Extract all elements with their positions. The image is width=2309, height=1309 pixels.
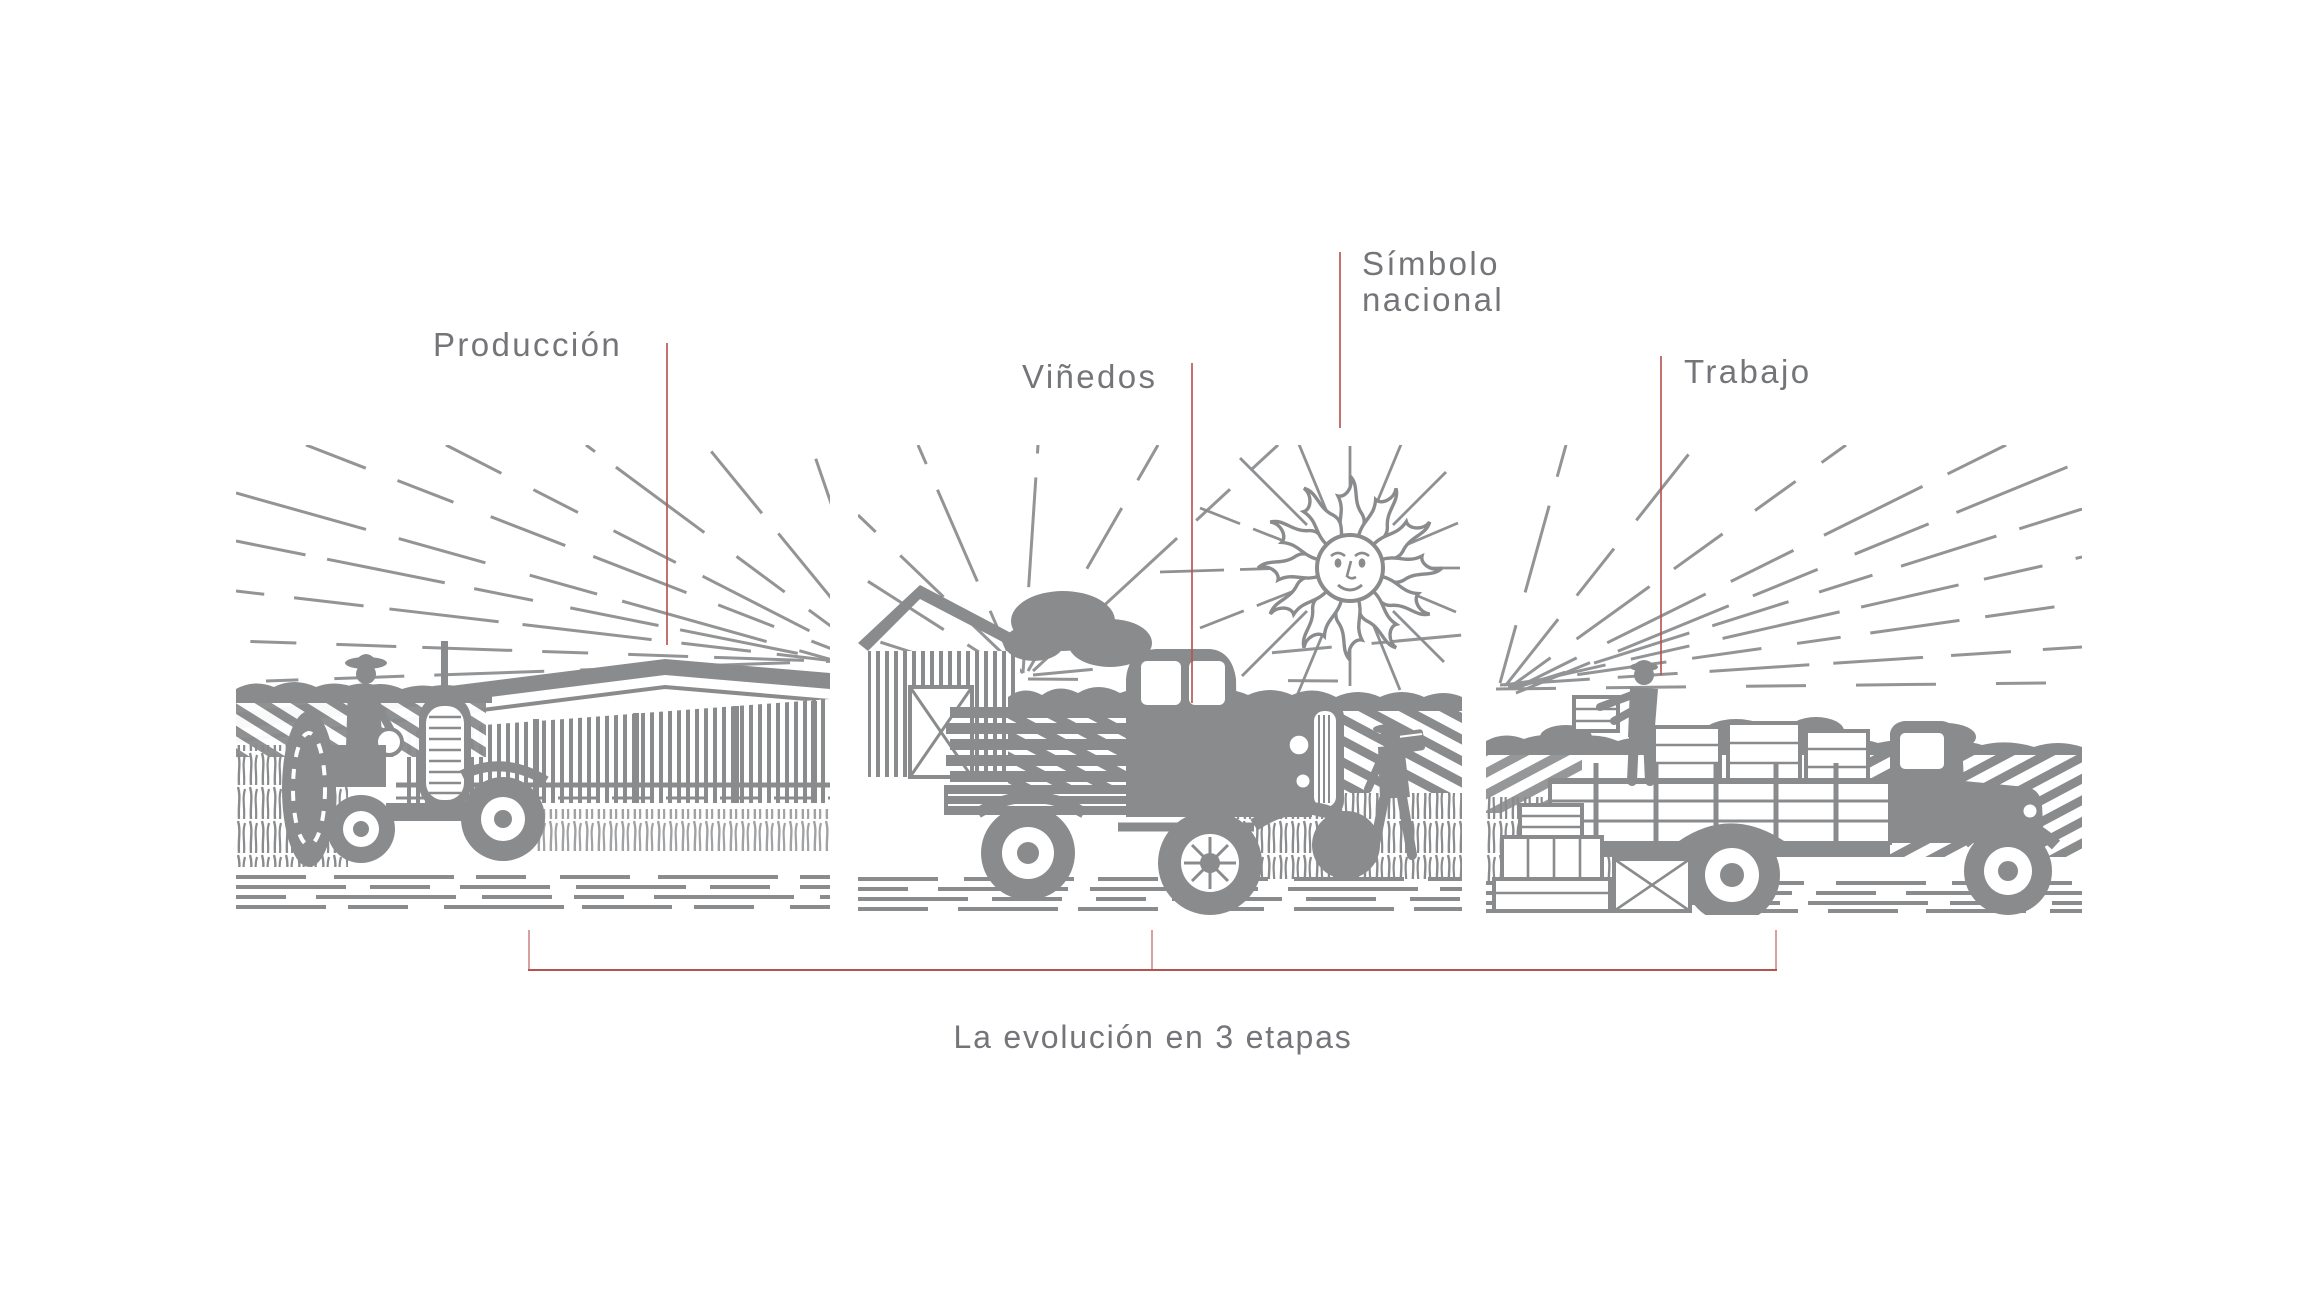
grass-right bbox=[536, 809, 830, 851]
leader-line-trabajo bbox=[1660, 356, 1662, 675]
label-produccion: Producción bbox=[433, 326, 623, 363]
sun-icon bbox=[1159, 445, 1460, 699]
panel-produccion bbox=[236, 445, 830, 915]
panel-trabajo bbox=[1486, 445, 2082, 915]
pickup-vineyard-sun-illustration bbox=[858, 445, 1462, 915]
label-simbolo-line1: Símbolo bbox=[1362, 245, 1500, 282]
bracket-tick-right bbox=[1775, 930, 1777, 971]
caption-evolution: La evolución en 3 etapas bbox=[953, 1019, 1353, 1055]
pickup-truck-icon bbox=[944, 649, 1380, 915]
loading-truck-illustration bbox=[1486, 445, 2082, 915]
farmer-icon bbox=[1364, 722, 1425, 864]
sun-face bbox=[1330, 551, 1370, 592]
panel-vinedos bbox=[858, 445, 1462, 915]
crates bbox=[1492, 803, 1692, 913]
sky-rays bbox=[236, 445, 830, 683]
sky-rays bbox=[1495, 445, 2082, 695]
label-trabajo: Trabajo bbox=[1684, 353, 1812, 390]
bracket-tick-middle bbox=[1151, 930, 1153, 971]
label-simbolo-nacional: Símbolo nacional bbox=[1362, 246, 1504, 318]
ground-lines bbox=[858, 877, 1462, 911]
flatbed-truck-icon bbox=[1548, 721, 2061, 915]
tractor-icon bbox=[282, 641, 549, 867]
worker-icon bbox=[1572, 660, 1658, 786]
ground-lines bbox=[236, 875, 830, 909]
leader-line-produccion bbox=[666, 343, 668, 645]
label-vinedos: Viñedos bbox=[1022, 358, 1158, 395]
leader-line-simbolo-nacional bbox=[1339, 252, 1341, 428]
tractor-barn-illustration bbox=[236, 445, 830, 909]
label-simbolo-line2: nacional bbox=[1362, 281, 1505, 318]
leader-line-vinedos bbox=[1191, 363, 1193, 703]
bracket-tick-left bbox=[528, 930, 530, 971]
